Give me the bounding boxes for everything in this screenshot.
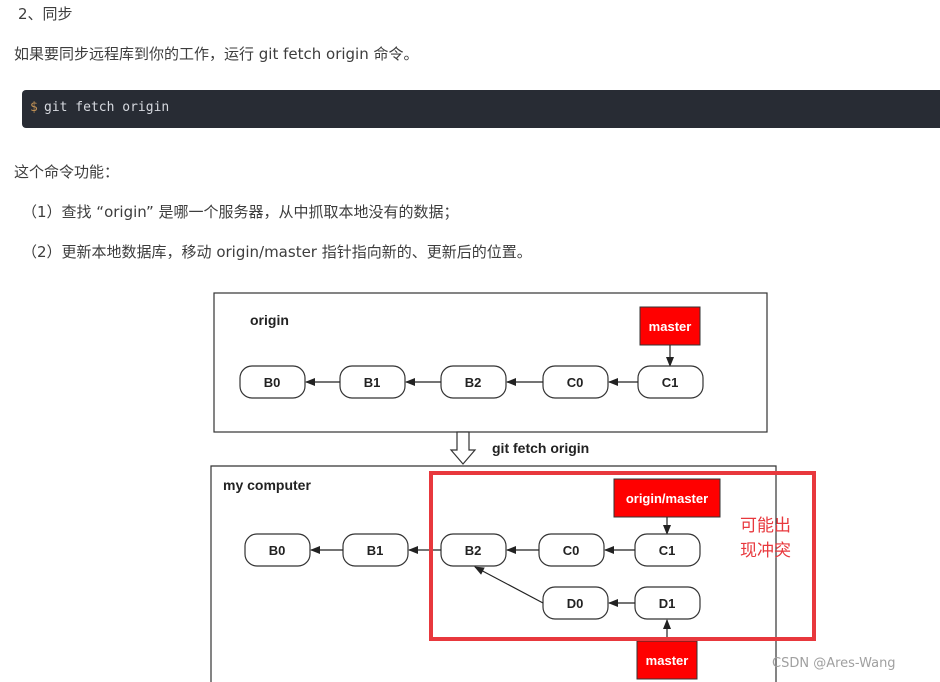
origin-commit-b1: B1 bbox=[339, 365, 406, 399]
svg-text:C0: C0 bbox=[563, 543, 580, 558]
svg-text:D0: D0 bbox=[567, 596, 584, 611]
local-commit-b0: B0 bbox=[244, 533, 311, 567]
origin-commit-c1: C1 bbox=[637, 365, 704, 399]
fetch-down-arrow-icon bbox=[449, 431, 477, 465]
svg-text:B1: B1 bbox=[367, 543, 384, 558]
origin-commit-c0: C0 bbox=[542, 365, 609, 399]
functions-title: 这个命令功能： bbox=[14, 163, 120, 181]
fetch-label: git fetch origin bbox=[492, 440, 589, 456]
local-arrow-d0-b2 bbox=[474, 566, 544, 604]
origin-label: origin bbox=[250, 312, 289, 328]
svg-text:C0: C0 bbox=[567, 375, 584, 390]
watermark: CSDN @Ares-Wang bbox=[772, 656, 896, 671]
local-commit-c0: C0 bbox=[538, 533, 605, 567]
origin-commit-b2: B2 bbox=[440, 365, 507, 399]
local-commit-d0: D0 bbox=[542, 586, 609, 620]
svg-text:B0: B0 bbox=[269, 543, 286, 558]
svg-text:C1: C1 bbox=[662, 375, 679, 390]
local-repo-box bbox=[210, 465, 777, 682]
local-commit-d1: D1 bbox=[634, 586, 701, 620]
svg-text:B0: B0 bbox=[264, 375, 281, 390]
intro-paragraph: 如果要同步远程库到你的工作，运行 git fetch origin 命令。 bbox=[14, 45, 419, 63]
local-master-ref bbox=[636, 640, 698, 680]
svg-text:B1: B1 bbox=[364, 375, 381, 390]
svg-text:B2: B2 bbox=[465, 375, 482, 390]
code-command: git fetch origin bbox=[44, 100, 170, 115]
conflict-note-line2: 现冲突 bbox=[740, 541, 791, 560]
local-commit-c1: C1 bbox=[634, 533, 701, 567]
local-commit-b1: B1 bbox=[342, 533, 409, 567]
origin-master-tracking-label: origin/master bbox=[626, 491, 708, 506]
code-block: $ git fetch origin bbox=[22, 90, 940, 128]
origin-commit-b0: B0 bbox=[239, 365, 306, 399]
code-prompt: $ bbox=[30, 100, 38, 115]
function-item-1: （1）查找 “origin” 是哪一个服务器，从中抓取本地没有的数据； bbox=[22, 203, 459, 221]
conflict-note-line1: 可能出 bbox=[740, 516, 791, 535]
origin-master-tracking-ref bbox=[613, 478, 721, 518]
conflict-highlight-box bbox=[429, 471, 816, 641]
svg-text:C1: C1 bbox=[659, 543, 676, 558]
function-item-2: （2）更新本地数据库，移动 origin/master 指针指向新的、更新后的位… bbox=[22, 243, 532, 261]
svg-text:D1: D1 bbox=[659, 596, 676, 611]
local-label: my computer bbox=[223, 477, 311, 493]
origin-master-label: master bbox=[649, 319, 692, 334]
svg-text:B2: B2 bbox=[465, 543, 482, 558]
local-commit-b2: B2 bbox=[440, 533, 507, 567]
local-master-label: master bbox=[646, 653, 689, 668]
section-heading: 2、同步 bbox=[18, 5, 73, 23]
